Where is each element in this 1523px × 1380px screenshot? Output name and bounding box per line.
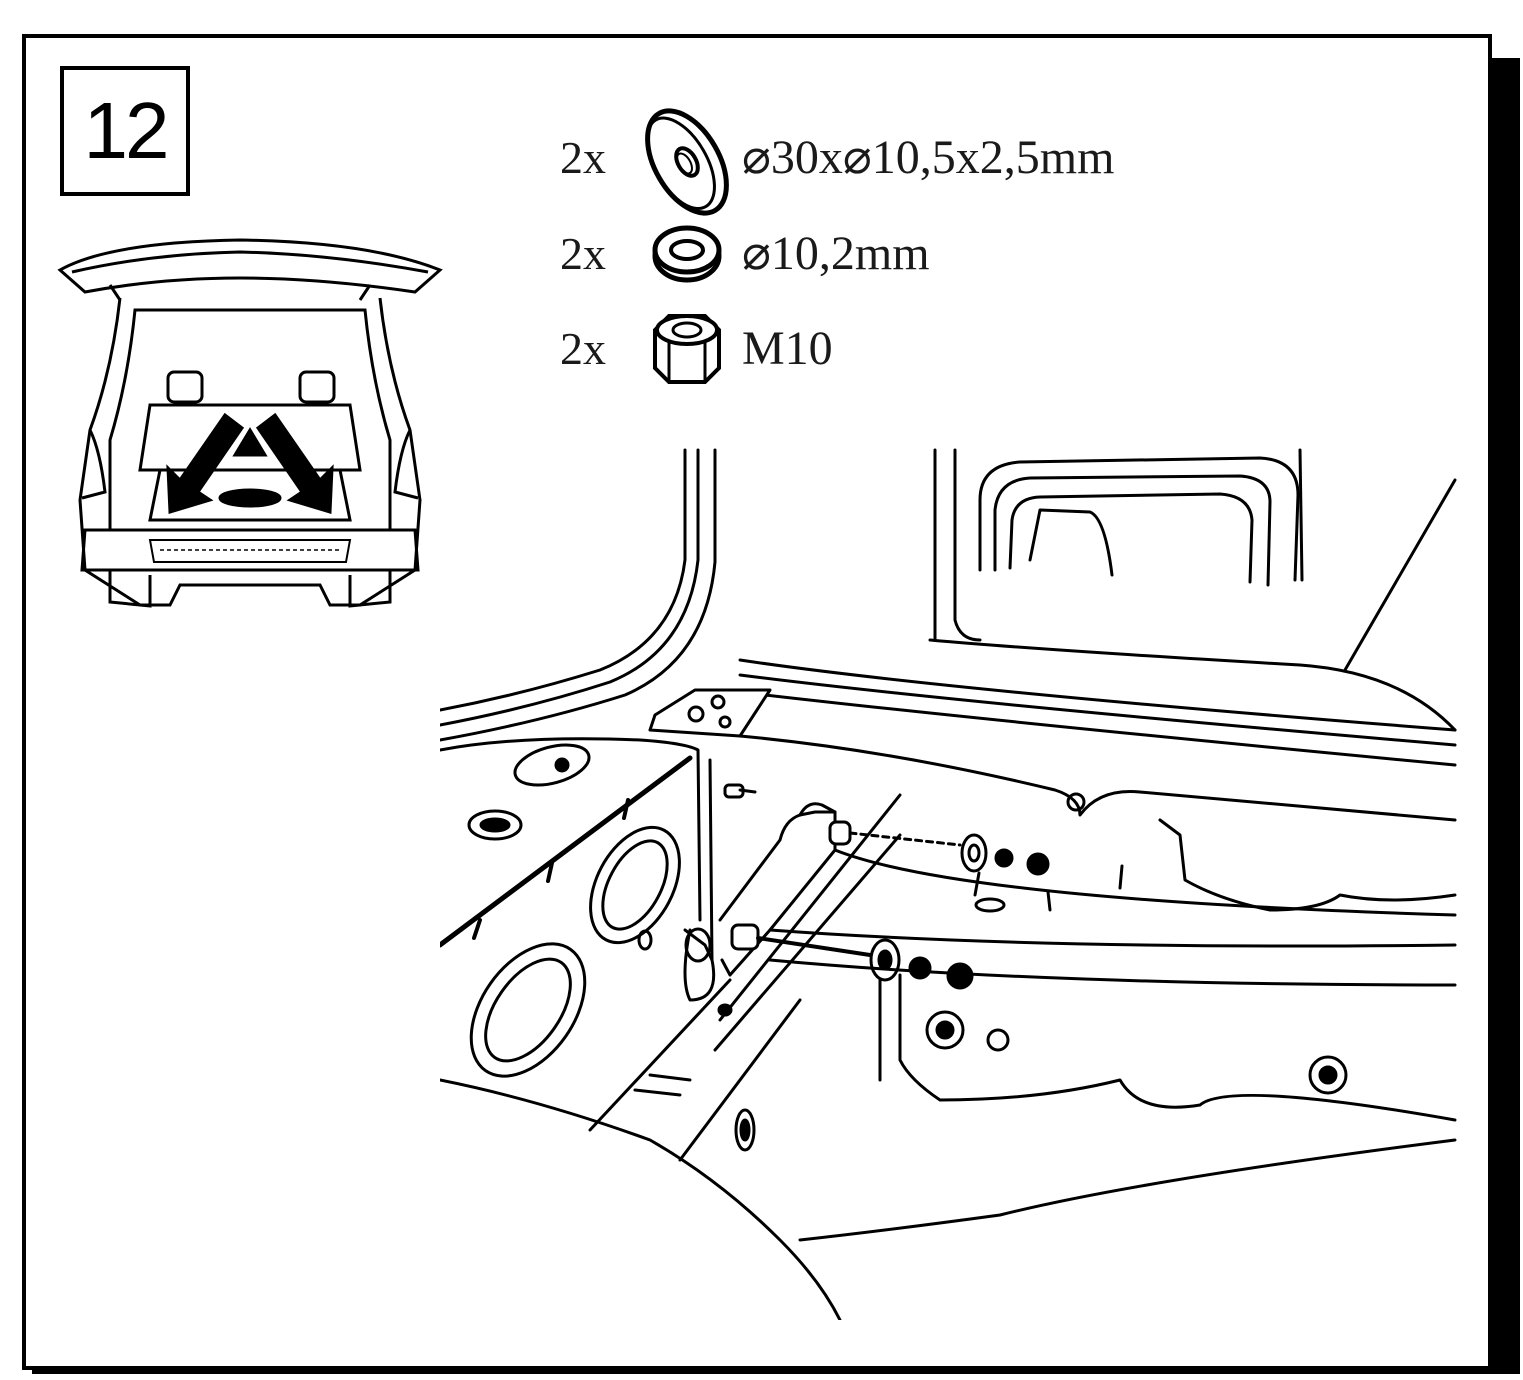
spring-washer-icon (632, 208, 742, 298)
hex-nut-icon (632, 303, 742, 393)
part-row-spring-washer: 2x ⌀10,2mm (560, 218, 930, 288)
step-number: 12 (83, 86, 170, 175)
step-number-box: 12 (60, 66, 190, 196)
part-spec: ⌀30x⌀10,5x2,5mm (742, 131, 1115, 184)
large-washer-icon (632, 108, 742, 216)
part-quantity: 2x (560, 322, 606, 374)
part-quantity: 2x (560, 131, 606, 183)
part-spec: ⌀10,2mm (742, 227, 930, 280)
part-spec: M10 (742, 321, 833, 375)
part-row-large-washer: 2x ⌀30x⌀10,5x2,5mm (560, 108, 1115, 216)
bolt-assembly-detail-icon (440, 448, 1457, 1320)
part-row-hex-nut: 2x M10 (560, 313, 833, 384)
car-rear-open-trunk-icon (57, 238, 443, 608)
part-quantity: 2x (560, 227, 606, 279)
